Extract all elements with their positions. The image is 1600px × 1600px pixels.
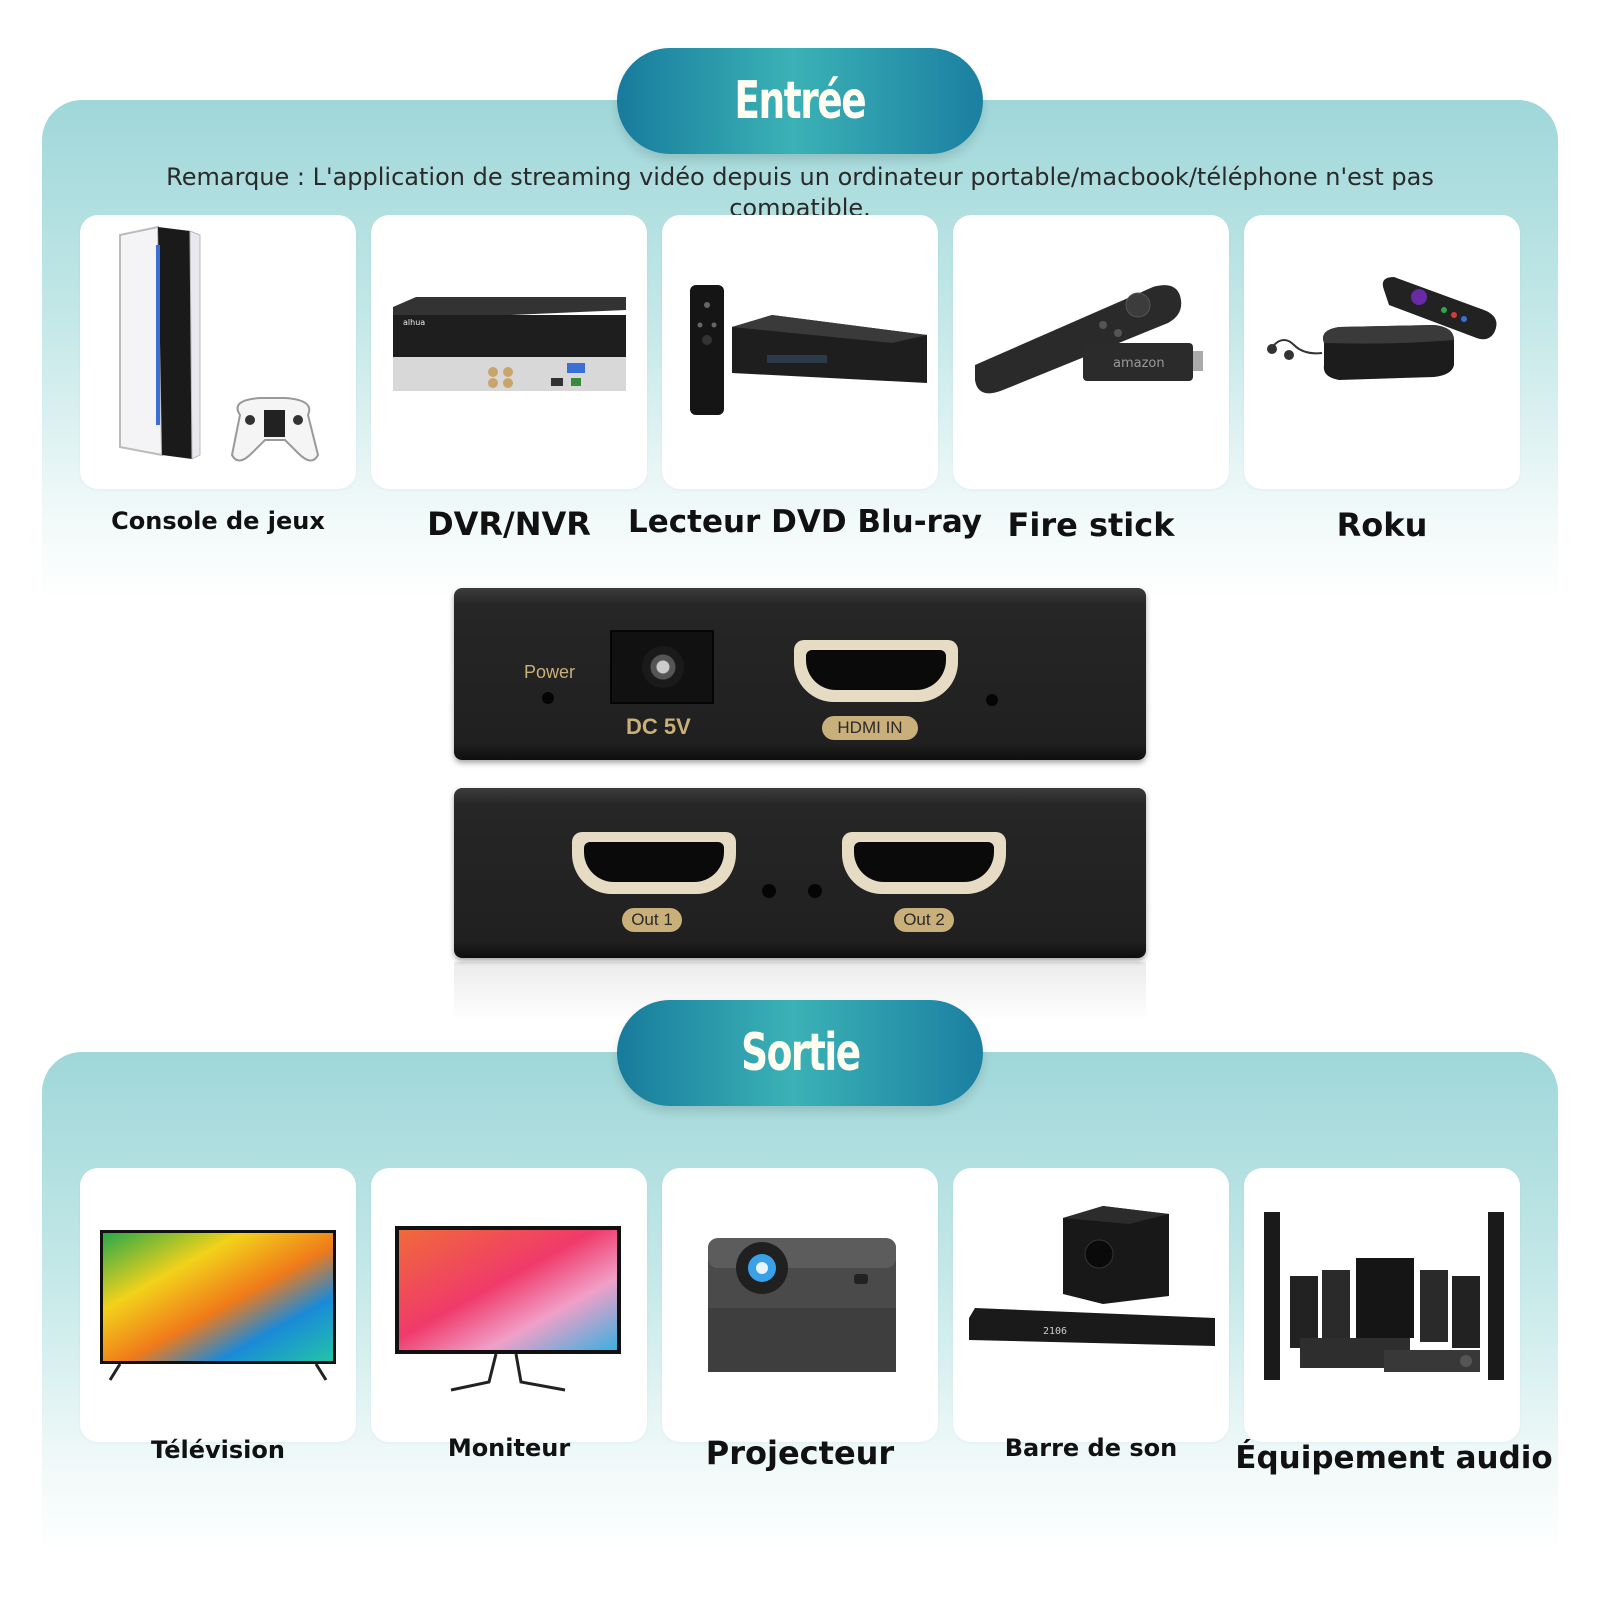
input-title: Entrée xyxy=(734,71,867,131)
projector-icon xyxy=(708,1238,896,1372)
compatibility-note: Remarque : L'application de streaming vi… xyxy=(166,163,1434,222)
bluray-card xyxy=(662,215,938,489)
dvr-card: alhua xyxy=(371,215,647,489)
svg-text:2106: 2106 xyxy=(1043,1326,1067,1337)
hdmi-out1-port[interactable] xyxy=(572,832,736,894)
power-label: Power xyxy=(524,662,576,682)
device-label: Roku xyxy=(1336,506,1428,544)
fire-stick-card: amazon xyxy=(953,215,1229,489)
output-title-pill: Sortie xyxy=(617,1000,983,1106)
dc-label: DC 5V xyxy=(626,714,691,739)
roku-card xyxy=(1244,215,1520,489)
dvr-recorder-icon: alhua xyxy=(393,297,626,391)
device-label: Lecteur DVD Blu-ray xyxy=(627,504,983,540)
output-title: Sortie xyxy=(740,1023,861,1083)
splitter-front-panel: Power DC 5V HDMI IN xyxy=(454,588,1146,760)
soundbar-card: 2106 xyxy=(953,1168,1229,1442)
device-label: Moniteur xyxy=(447,1434,571,1462)
input-title-pill: Entrée xyxy=(617,48,983,154)
device-label: Télévision xyxy=(151,1436,285,1464)
hdmi-in-port[interactable] xyxy=(794,640,958,702)
bluray-player-icon xyxy=(690,285,927,415)
device-label: DVR/NVR xyxy=(427,505,591,543)
device-label: Équipement audio xyxy=(1235,1440,1553,1476)
led-out2 xyxy=(808,884,822,898)
hdmi-in-label: HDMI IN xyxy=(822,716,918,740)
game-console-icon xyxy=(119,225,320,462)
fire-stick-icon: amazon xyxy=(975,285,1203,394)
device-label: Console de jeux xyxy=(111,507,325,535)
roku-box-icon xyxy=(1267,277,1497,380)
screw-hole xyxy=(986,694,998,706)
television-card xyxy=(80,1168,356,1442)
soundbar-icon: 2106 xyxy=(969,1206,1215,1346)
svg-text:alhua: alhua xyxy=(403,318,425,327)
device-label: Fire stick xyxy=(1007,506,1175,544)
hdmi-out2-port[interactable] xyxy=(842,832,1006,894)
television-icon xyxy=(100,1230,336,1381)
game-console-card xyxy=(80,215,356,489)
svg-text:amazon: amazon xyxy=(1113,356,1165,371)
device-label: Projecteur xyxy=(705,1434,895,1472)
home-theater-icon xyxy=(1264,1212,1504,1380)
projector-card xyxy=(662,1168,938,1442)
out1-label: Out 1 xyxy=(622,908,682,932)
monitor-icon xyxy=(395,1226,621,1392)
audio-equipment-card xyxy=(1244,1168,1520,1442)
led-out1 xyxy=(762,884,776,898)
monitor-card xyxy=(371,1168,647,1442)
device-label: Barre de son xyxy=(1004,1434,1178,1462)
power-led xyxy=(542,692,554,704)
out2-label: Out 2 xyxy=(894,908,954,932)
splitter-rear-panel: Out 1 Out 2 xyxy=(454,788,1146,958)
dc-jack xyxy=(610,630,714,704)
